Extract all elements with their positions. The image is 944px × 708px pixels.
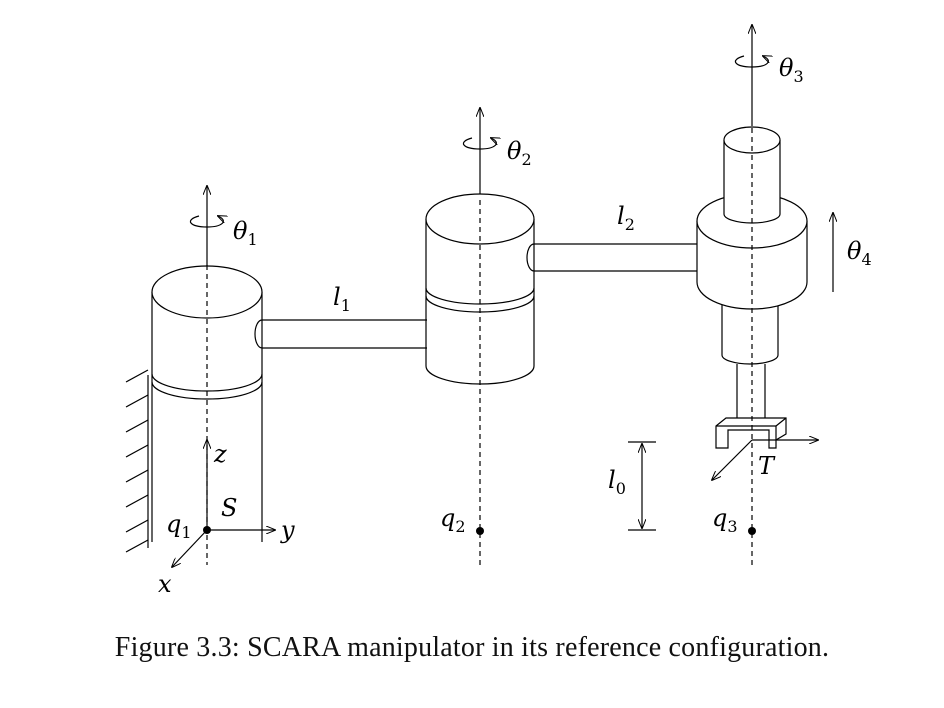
- label-t: T: [758, 452, 776, 480]
- label-l2: l2: [617, 202, 635, 234]
- label-x: x: [158, 570, 172, 598]
- frame-s-axes: [172, 440, 275, 567]
- frame-t-axes: [712, 440, 818, 480]
- label-q2: q2: [440, 504, 466, 536]
- label-theta2: θ2: [507, 137, 532, 169]
- origin-points: [203, 526, 756, 535]
- l0-dimension: [628, 441, 656, 531]
- label-l1: l1: [333, 283, 351, 315]
- figure-caption: Figure 3.3: SCARA manipulator in its ref…: [114, 632, 830, 663]
- label-theta1: θ1: [233, 217, 258, 249]
- label-z: z: [213, 440, 227, 468]
- label-q3: q3: [712, 504, 738, 536]
- ground-hatching: [125, 369, 149, 553]
- label-l0: l0: [608, 466, 626, 498]
- label-theta3: θ3: [779, 54, 804, 86]
- point-q3: [748, 527, 756, 535]
- point-q1: [203, 526, 211, 534]
- label-y: y: [280, 516, 295, 544]
- rotation-axes: [207, 25, 752, 266]
- point-q2: [476, 527, 484, 535]
- rotation-arrows: [189, 56, 768, 228]
- label-s: S: [221, 494, 237, 522]
- label-q1: q1: [166, 510, 192, 542]
- link-l1: [254, 319, 427, 349]
- link-l2: [526, 243, 697, 272]
- joint-axes-dashed: [206, 128, 753, 565]
- label-theta4: θ4: [847, 237, 872, 269]
